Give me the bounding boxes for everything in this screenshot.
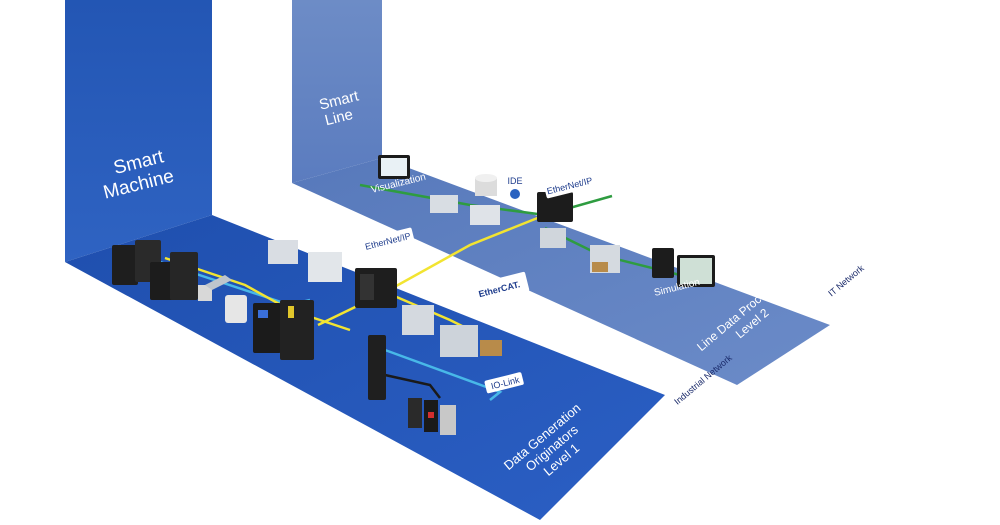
controller-level2 (537, 192, 573, 222)
green-cable-level2 (359, 183, 613, 217)
smart-line-label-line2: Line (323, 106, 355, 129)
hmi-screen (381, 158, 407, 176)
line-machine (470, 205, 500, 225)
line-machine (430, 195, 458, 213)
ethercat-tag: EtherCAT. (468, 271, 530, 305)
sensor (440, 405, 456, 435)
it-network-label: IT Network (826, 263, 866, 299)
robot-arm (198, 275, 247, 323)
assembly-station (440, 325, 478, 357)
level2-floor (292, 158, 830, 385)
simulation-screen (680, 258, 712, 284)
pallet-load (592, 262, 608, 272)
tag-bg (361, 227, 415, 254)
packaging-machine (308, 252, 342, 282)
sensor-lens (428, 412, 434, 418)
drive-cabinet-group (112, 240, 198, 300)
robot-link (205, 275, 232, 290)
database-body (475, 178, 497, 196)
machine-modules-level2 (430, 195, 620, 273)
controller-level1 (355, 268, 397, 308)
ide-tile: IDE (505, 172, 525, 202)
yellow-cable-trunk (317, 213, 546, 327)
database-top (475, 174, 497, 182)
machine-modules-level1 (268, 240, 502, 357)
drive-unit (112, 245, 138, 285)
pallet-load (480, 340, 502, 356)
plc-controller (537, 192, 573, 222)
servo-drive-group (253, 300, 314, 360)
drive-unit (150, 262, 174, 300)
servo-drive (280, 300, 314, 360)
ide-card (505, 172, 525, 202)
smart-machine-wall (65, 0, 212, 262)
visualization-screen: Visualization (370, 155, 427, 196)
drive-unit (170, 252, 198, 300)
black-cable-iolink (384, 373, 441, 399)
line-machine (540, 228, 566, 248)
simulation-pc (652, 248, 674, 278)
sensor (408, 398, 422, 428)
ide-label: IDE (507, 176, 522, 186)
ethernet-ip-tag-lower: EtherNet/IP (361, 227, 415, 254)
io-block (368, 335, 386, 400)
smart-line-wall (292, 0, 382, 183)
servo-display (258, 310, 268, 318)
database-cylinder (475, 174, 497, 196)
level1-floor (65, 215, 665, 520)
yellow-cable-machine (164, 256, 351, 332)
ide-icon (510, 189, 520, 199)
io-link-tag: IO-Link (484, 372, 524, 394)
packaging-machine (268, 240, 298, 264)
servo-indicator (288, 306, 294, 318)
robot-base (198, 285, 212, 301)
sensor-group (408, 398, 456, 435)
blue-cable-iolink (384, 348, 503, 401)
tag-bg (468, 271, 530, 305)
robot-casing (225, 295, 247, 323)
plc-front (360, 274, 374, 300)
tag-bg (544, 173, 596, 199)
assembly-station (402, 305, 434, 335)
remote-io (368, 335, 386, 400)
tag-bg (484, 372, 524, 394)
